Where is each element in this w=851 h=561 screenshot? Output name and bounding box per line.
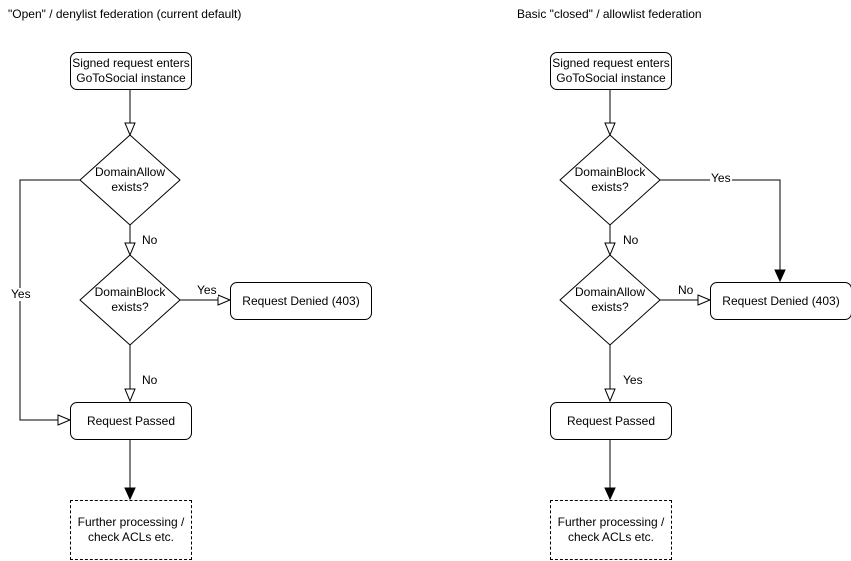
decision2-diamond — [79, 254, 181, 346]
further-processing-line2: check ACLs etc. — [567, 530, 655, 544]
further-processing-line2: check ACLs etc. — [87, 530, 175, 544]
request-denied-text: Request Denied (403) — [242, 293, 360, 308]
further-processing-line1: Further processing / — [557, 515, 665, 529]
decision1-label: DomainAllow exists? — [80, 165, 180, 195]
edge-label-decision1-yes: Yes — [710, 171, 732, 185]
request-passed-node: Request Passed — [550, 402, 672, 440]
open-arrowhead — [124, 242, 136, 257]
decision2-line1: DomainAllow — [574, 285, 646, 299]
open-arrowhead — [604, 242, 616, 257]
filled-arrowhead — [124, 487, 136, 501]
further-processing-line1: Further processing / — [77, 515, 185, 529]
decision1-diamond — [559, 134, 661, 226]
decision1-line1: DomainBlock — [574, 165, 646, 179]
filled-arrowhead — [604, 487, 616, 501]
flowchart-closed-allowlist: Basic "closed" / allowlist federation Si… — [480, 0, 851, 561]
start-node-line1: Signed request enters — [552, 56, 670, 70]
decision1-line2: exists? — [111, 180, 149, 194]
decision2-line2: exists? — [591, 300, 629, 314]
open-arrowhead — [697, 294, 712, 306]
open-arrowhead — [217, 294, 232, 306]
further-processing-text: Further processing / check ACLs etc. — [558, 515, 665, 545]
decision1-line2: exists? — [591, 180, 629, 194]
further-processing-text: Further processing / check ACLs etc. — [78, 515, 185, 545]
flowchart-connectors-right — [559, 88, 786, 501]
start-node-line1: Signed request enters — [72, 56, 190, 70]
decision2-line2: exists? — [111, 300, 149, 314]
request-denied-node: Request Denied (403) — [710, 282, 851, 320]
edge-label-decision1-no: No — [141, 233, 159, 247]
chart-title: Basic "closed" / allowlist federation — [517, 7, 702, 21]
decision2-diamond — [559, 254, 661, 346]
request-passed-text: Request Passed — [566, 413, 656, 428]
edge-label-decision1-yes: Yes — [10, 287, 32, 301]
open-arrowhead — [604, 122, 616, 137]
edge-label-decision1-no: No — [622, 233, 640, 247]
decision2-label: DomainBlock exists? — [80, 285, 180, 315]
decision1-diamond — [79, 134, 181, 226]
decision1-label: DomainBlock exists? — [560, 165, 660, 195]
edge-label-decision2-no: No — [677, 283, 695, 297]
request-passed-text: Request Passed — [86, 413, 176, 428]
request-denied-text: Request Denied (403) — [722, 293, 840, 308]
request-passed-node: Request Passed — [70, 402, 192, 440]
decision1-line1: DomainAllow — [94, 165, 166, 179]
start-node-text: Signed request enters GoToSocial instanc… — [552, 56, 669, 86]
flowchart-open-denylist: "Open" / denylist federation (current de… — [0, 0, 372, 561]
open-arrowhead — [124, 388, 136, 403]
chart-title: "Open" / denylist federation (current de… — [8, 7, 242, 21]
start-node: Signed request enters GoToSocial instanc… — [70, 52, 192, 90]
open-arrowhead — [604, 388, 616, 403]
open-arrowhead — [57, 414, 72, 426]
edge-label-decision2-yes: Yes — [622, 373, 644, 387]
start-node-text: Signed request enters GoToSocial instanc… — [72, 56, 189, 86]
flowchart-connectors-left — [19, 88, 232, 501]
further-processing-node: Further processing / check ACLs etc. — [70, 500, 192, 560]
start-node: Signed request enters GoToSocial instanc… — [550, 52, 672, 90]
request-denied-node: Request Denied (403) — [230, 282, 372, 320]
further-processing-node: Further processing / check ACLs etc. — [550, 500, 672, 560]
edge-label-decision2-yes: Yes — [196, 283, 218, 297]
decision2-line1: DomainBlock — [94, 285, 166, 299]
filled-arrowhead — [774, 269, 786, 283]
open-arrowhead — [124, 122, 136, 137]
start-node-line2: GoToSocial instance — [76, 71, 186, 85]
edge-label-decision2-no: No — [141, 373, 159, 387]
start-node-line2: GoToSocial instance — [556, 71, 666, 85]
decision2-label: DomainAllow exists? — [560, 285, 660, 315]
edge-decision1-yes-to-denied — [660, 179, 781, 270]
